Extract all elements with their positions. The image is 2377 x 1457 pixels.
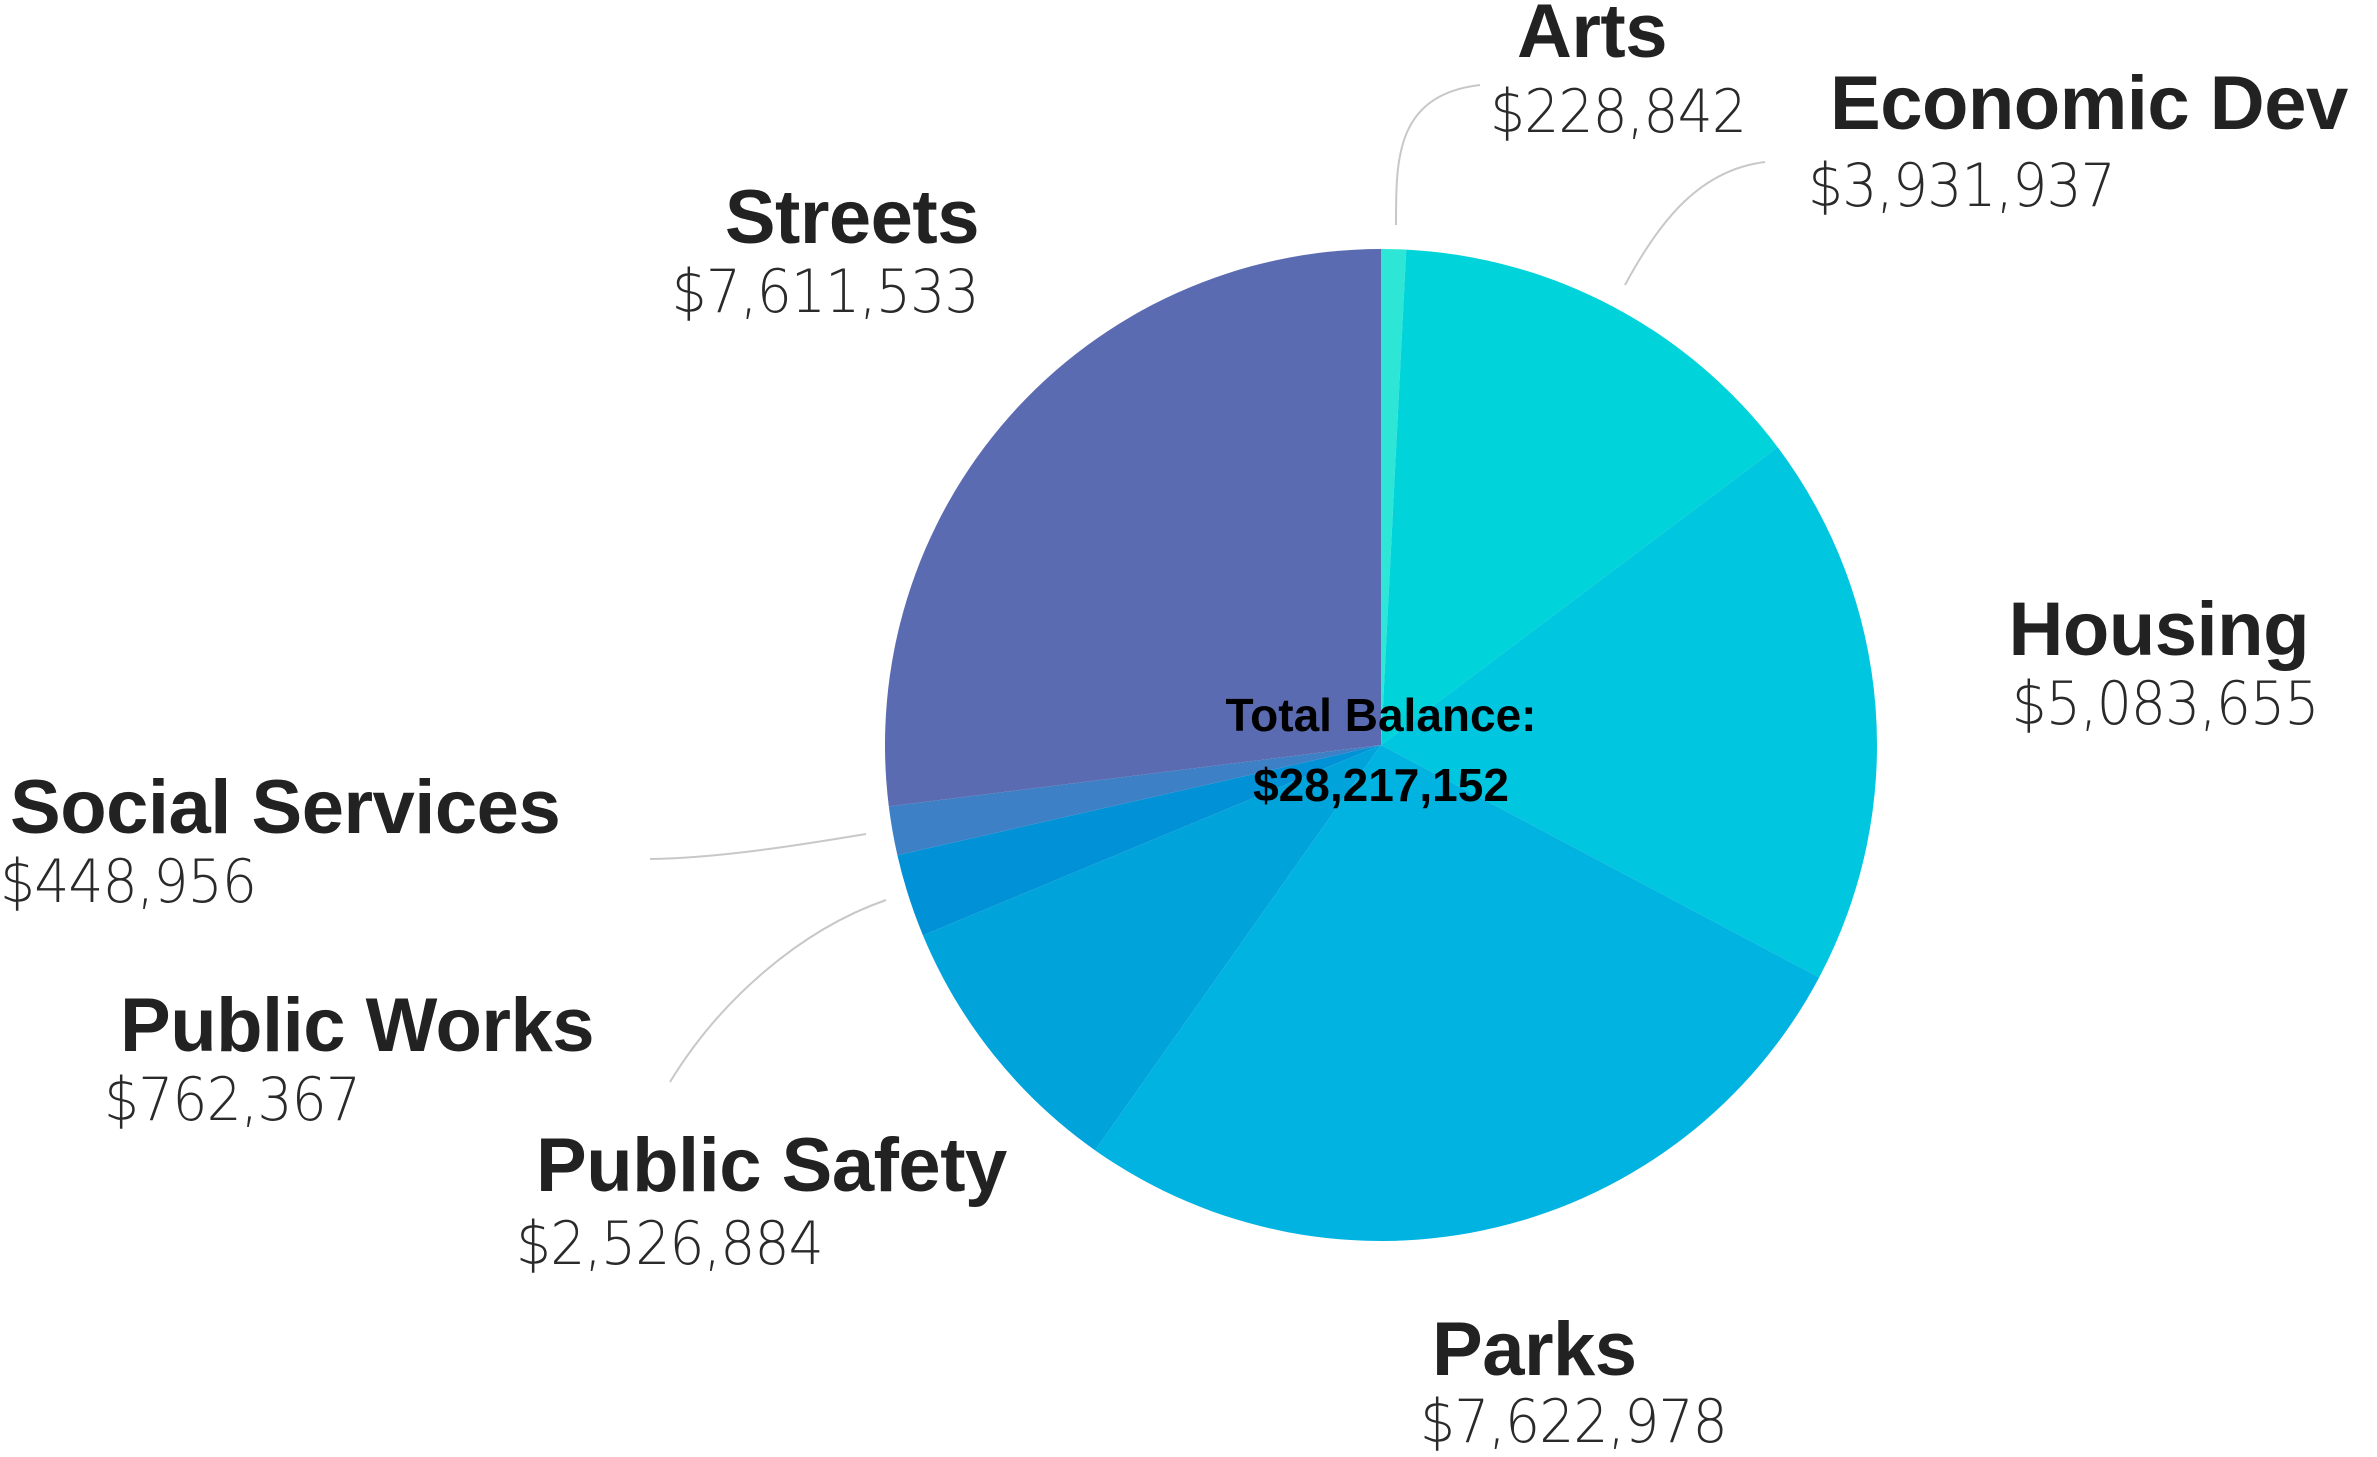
- label-public-works: Public Works $762,367: [104, 983, 595, 1131]
- label-housing-name: Housing: [2008, 587, 2310, 672]
- label-arts-value-wrap: $228,842: [1490, 82, 1768, 142]
- label-economic-dev-value: $3,931,937: [1808, 151, 2116, 221]
- center-total-title: Total Balance:: [1225, 689, 1537, 741]
- label-arts-value: $228,842: [1490, 77, 1747, 147]
- label-social-services-value: $448,956: [0, 847, 257, 917]
- leader-lines: [649, 84, 1766, 1083]
- pie-slice-economic-dev: [1381, 249, 1778, 746]
- pie-slice-streets: [885, 249, 1381, 807]
- label-economic-dev: Economic Dev $3,931,937: [1808, 61, 2348, 217]
- leader-line-economic-dev: [1624, 161, 1766, 286]
- label-arts-name: Arts: [1516, 0, 1668, 74]
- leader-line-arts: [1394, 84, 1481, 226]
- label-streets-name: Streets: [724, 175, 980, 260]
- label-parks-value: $7,622,978: [1420, 1387, 1728, 1457]
- pie-slice-social-services: [888, 745, 1381, 856]
- pie-slices: [885, 249, 1877, 1241]
- label-public-works-name: Public Works: [120, 983, 595, 1068]
- label-parks: Parks $7,622,978: [1420, 1307, 1754, 1453]
- label-streets: Streets $7,611,533: [645, 175, 980, 327]
- label-public-safety-name: Public Safety: [536, 1123, 1007, 1208]
- label-public-safety-value: $2,526,884: [516, 1209, 824, 1279]
- pie-slice-housing: [1381, 447, 1877, 978]
- label-arts: Arts: [1516, 0, 1668, 74]
- pie-slice-public-works: [897, 745, 1381, 936]
- label-economic-dev-name: Economic Dev: [1830, 61, 2348, 146]
- pie-slice-public-safety: [922, 745, 1381, 1151]
- label-housing-value: $5,083,655: [2012, 669, 2320, 739]
- pie-slice-arts: [1381, 249, 1407, 745]
- pie-slice-parks: [1095, 745, 1820, 1241]
- leader-line-public-works: [669, 899, 887, 1083]
- leader-line-social-services: [649, 833, 867, 860]
- label-parks-name: Parks: [1432, 1307, 1637, 1392]
- label-streets-value: $7,611,533: [672, 257, 980, 327]
- label-public-safety: Public Safety $2,526,884: [516, 1123, 1007, 1275]
- label-social-services-name: Social Services: [10, 765, 561, 850]
- center-total-amount: $28,217,152: [1253, 759, 1509, 811]
- label-public-works-value: $762,367: [104, 1065, 361, 1135]
- label-social-services: Social Services $448,956: [0, 765, 561, 913]
- label-housing: Housing $5,083,655: [1985, 587, 2320, 735]
